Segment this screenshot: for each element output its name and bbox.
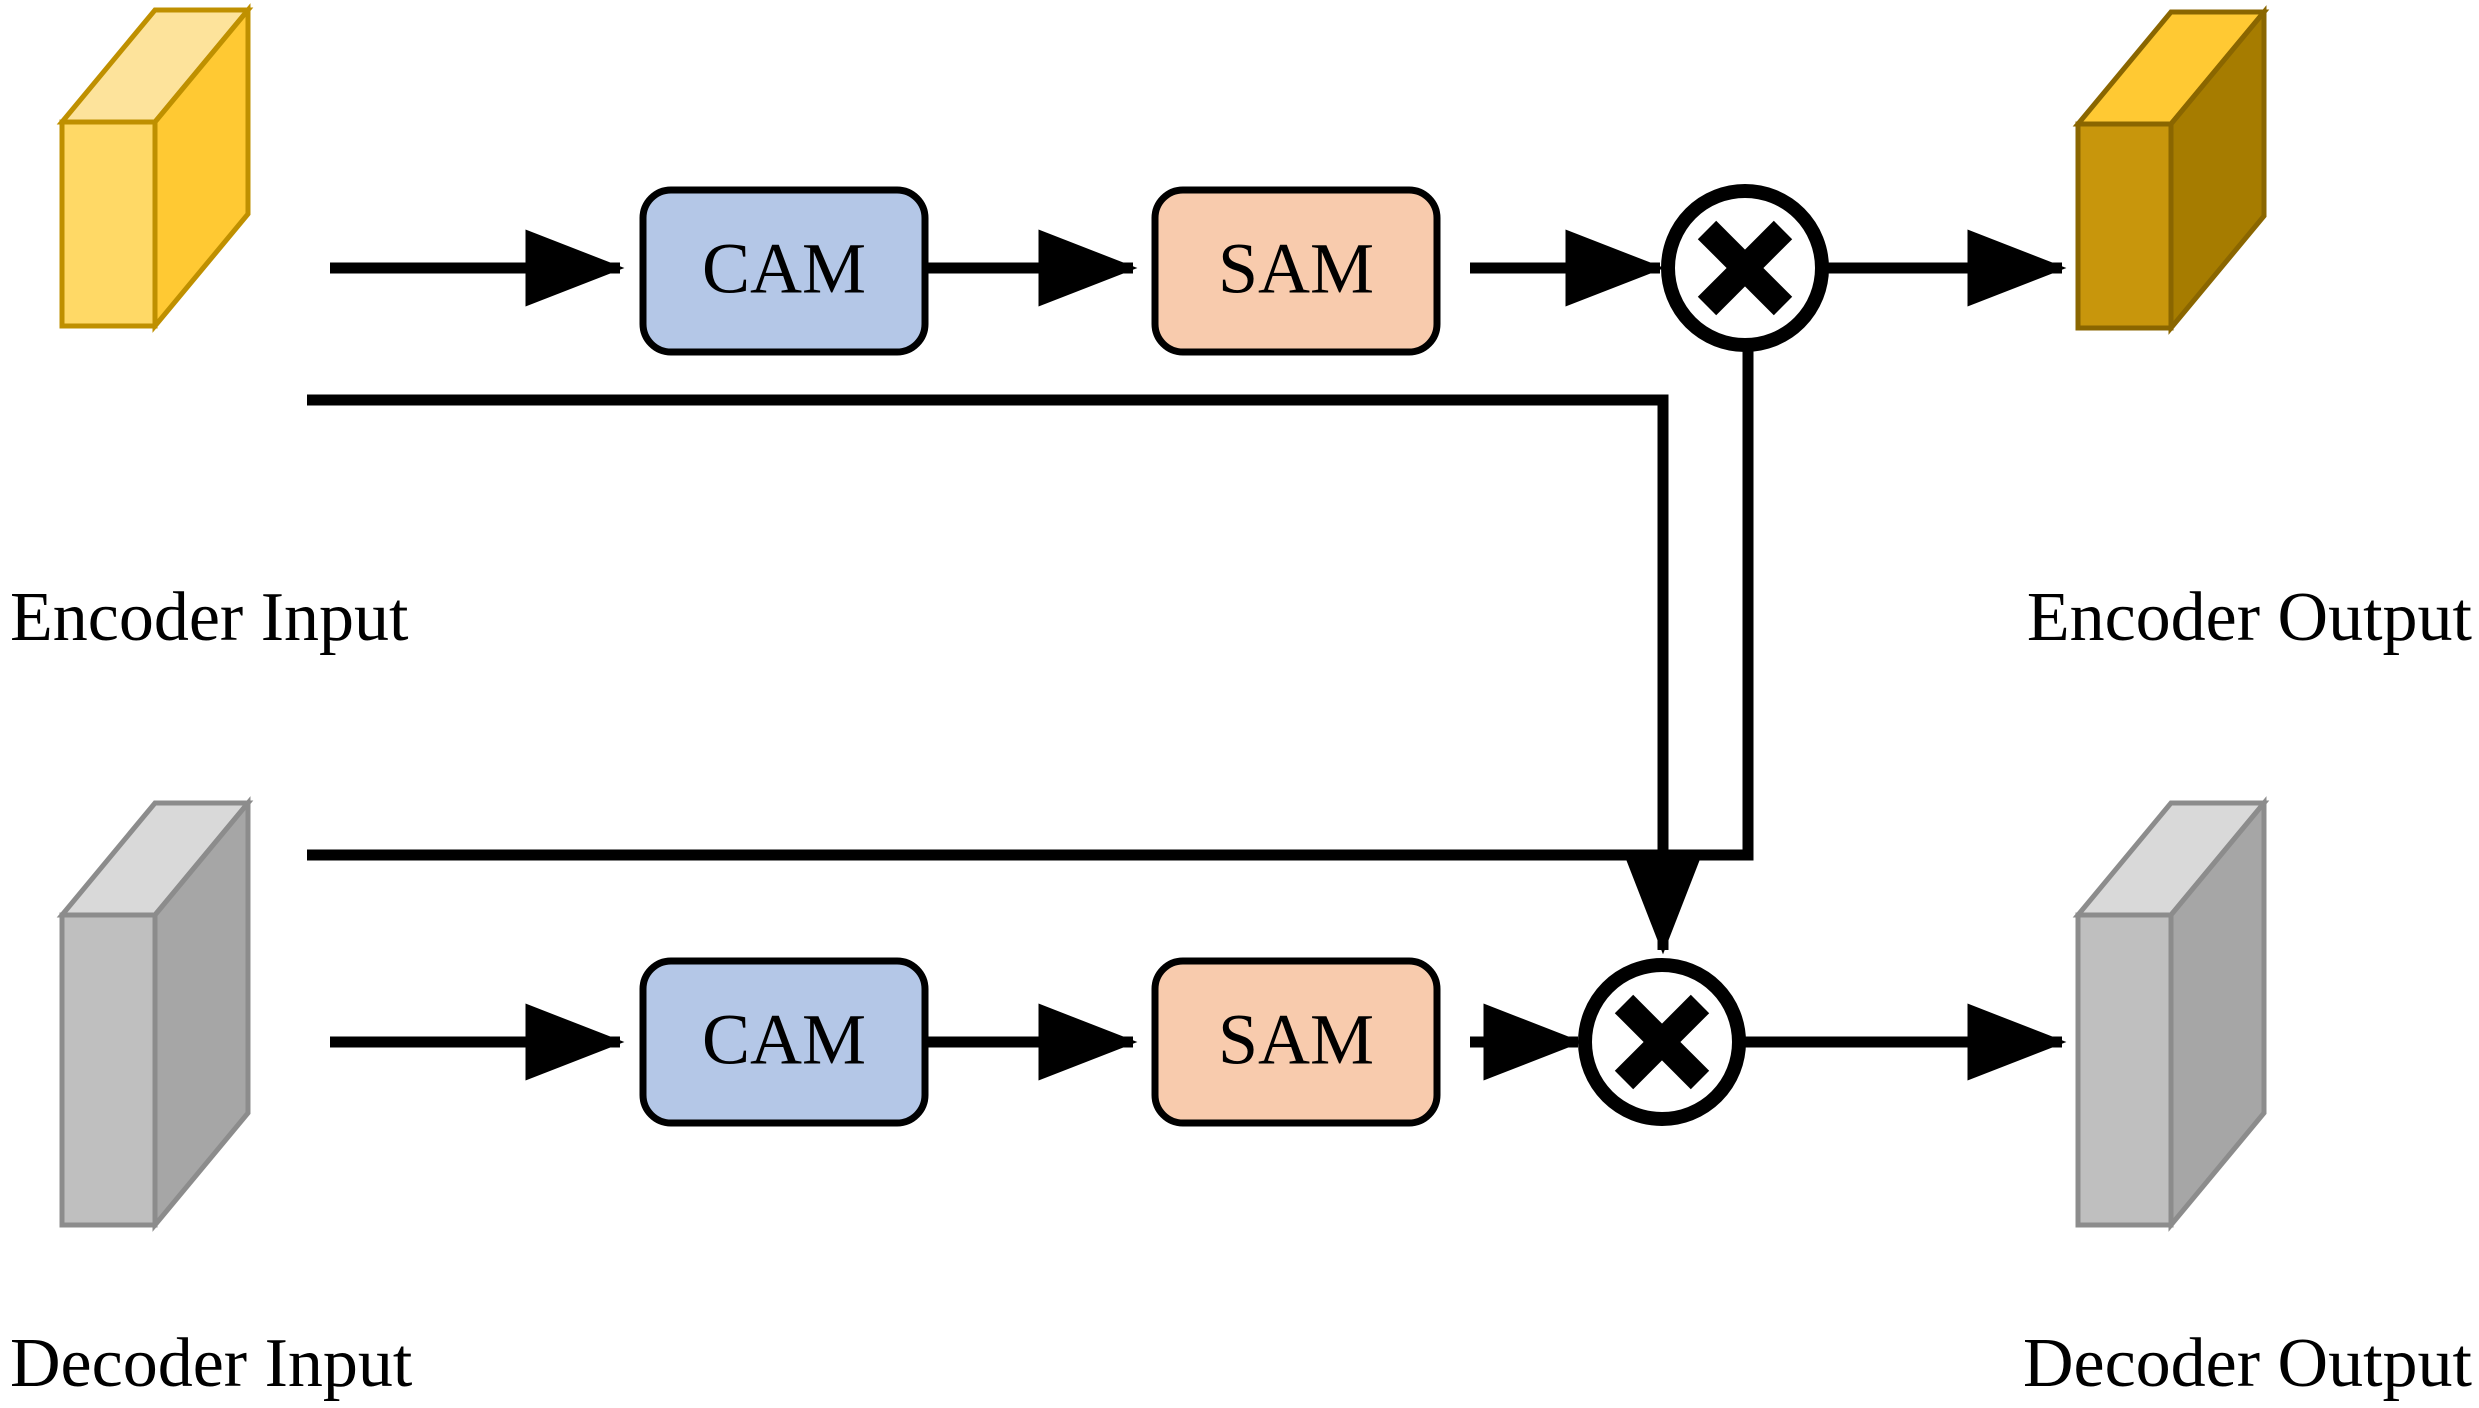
encoder-branch-wires: [307, 229, 2067, 955]
cam-module-top-label: CAM: [702, 229, 866, 309]
decoder-output-volume: [2072, 796, 2270, 1232]
decoder-input-caption: Decoder Input: [10, 1325, 413, 1402]
multiply-x-stroke-b-bottom: [1614, 994, 1710, 1090]
decoder-input-left-face: [59, 912, 158, 1228]
wire-decoder-skip-to-encoder-multiply: [307, 235, 1787, 861]
decoder-input-front-face: [152, 796, 251, 1232]
encoder-output-caption: Encoder Output: [2027, 579, 2473, 656]
encoder-output-volume: [2072, 5, 2270, 335]
encoder-input-caption: Encoder Input: [10, 579, 409, 656]
decoder-output-caption: Decoder Output: [2023, 1325, 2473, 1402]
cam-module-bottom[interactable]: CAM: [639, 957, 929, 1127]
decoder-input-volume: [56, 796, 254, 1232]
sam-module-top-rect[interactable]: [1151, 186, 1441, 356]
cam-module-top[interactable]: CAM: [639, 186, 929, 356]
wire-encoder-skip-to-decoder-multiply: [307, 394, 1702, 955]
cam-module-bottom-rect[interactable]: [639, 957, 929, 1127]
multiply-x-stroke-b-top: [1697, 220, 1793, 316]
sam-module-bottom-label: SAM: [1218, 1000, 1374, 1080]
sam-module-top-label: SAM: [1218, 229, 1374, 309]
encoder-output-left-face: [2075, 121, 2174, 331]
encoder-input-volume: [56, 3, 254, 333]
encoder-input-left-face: [59, 119, 158, 329]
encoder-output-front-face: [2168, 5, 2267, 335]
encoder-input-front-face: [152, 3, 251, 333]
sam-module-top[interactable]: SAM: [1151, 186, 1441, 356]
decoder-branch-wires: [307, 235, 2067, 1081]
cam-module-bottom-label: CAM: [702, 1000, 866, 1080]
sam-module-bottom[interactable]: SAM: [1151, 957, 1441, 1127]
multiply-circle-icon-top[interactable]: [1661, 184, 1829, 352]
multiply-circle-icon-bottom[interactable]: [1578, 958, 1746, 1126]
decoder-output-left-face: [2075, 912, 2174, 1228]
sam-module-bottom-rect[interactable]: [1151, 957, 1441, 1127]
cam-module-top-rect[interactable]: [639, 186, 929, 356]
decoder-output-front-face: [2168, 796, 2267, 1232]
